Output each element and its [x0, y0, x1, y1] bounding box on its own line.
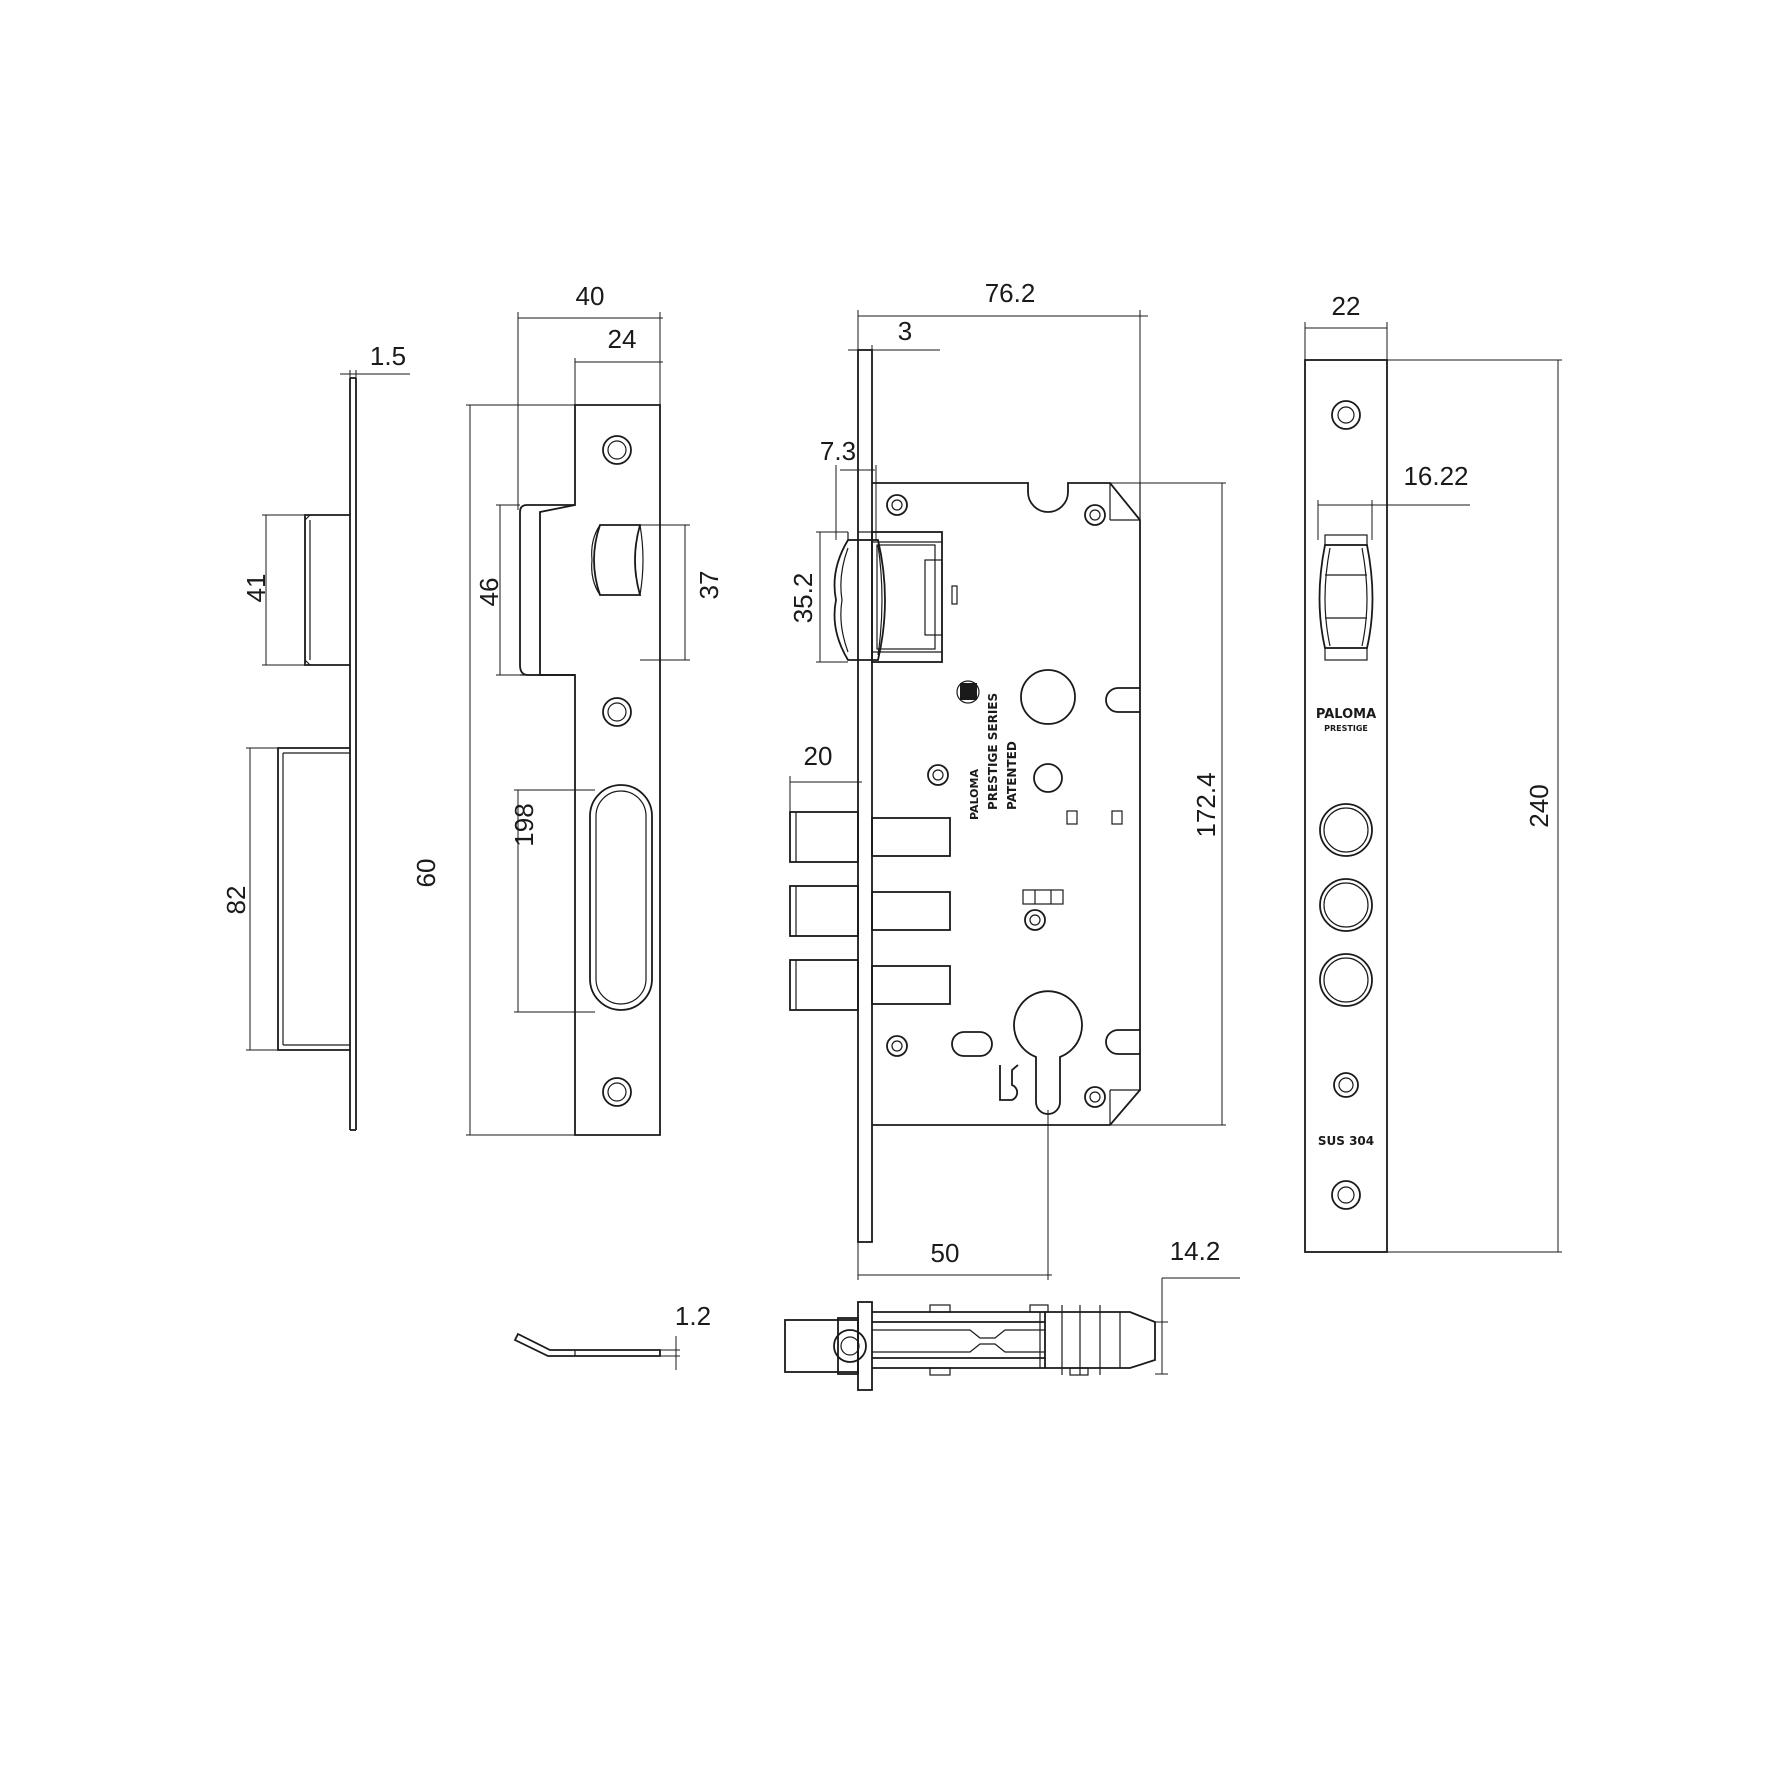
strike-plate-front-view [466, 312, 690, 1136]
case-patented-text: PATENTED [1005, 741, 1019, 810]
dim-latch-projection: 7.3 [820, 436, 856, 466]
dim-plate-inner-width: 24 [608, 324, 637, 354]
dim-faceplate-width: 22 [1332, 291, 1361, 321]
faceplate-series-text: PRESTIGE [1324, 724, 1368, 733]
dim-backset: 50 [931, 1238, 960, 1268]
dim-strike-upper-pocket: 41 [241, 574, 271, 603]
dim-latch-height: 35.2 [788, 573, 818, 624]
dim-plate-window-height: 37 [694, 571, 724, 600]
faceplate-brand-text: PALOMA [1316, 707, 1376, 722]
dim-plate-width: 40 [576, 281, 605, 311]
dim-case-width: 76.2 [985, 278, 1036, 308]
dim-plate-slot-height: 198 [509, 803, 539, 846]
lock-bottom-view [784, 1277, 1240, 1391]
dim-faceplate-thickness: 3 [898, 316, 912, 346]
dim-faceplate-length: 240 [1524, 784, 1554, 827]
faceplate-material-text: SUS 304 [1318, 1134, 1374, 1148]
case-brand-text: PALOMA [968, 769, 981, 820]
faceplate-front-view [1304, 322, 1562, 1253]
dim-bolt-throw: 20 [804, 741, 833, 771]
case-series-text: PRESTIGE SERIES [986, 693, 1000, 810]
dim-strike-thickness: 1.5 [370, 341, 406, 371]
strike-side-view [246, 370, 410, 1131]
dim-case-depth: 14.2 [1170, 1236, 1221, 1266]
dim-case-height: 172.4 [1191, 772, 1221, 837]
dim-plate-height: 60 [411, 859, 441, 888]
dim-plate-latch-opening: 46 [474, 578, 504, 607]
lock-body-view [789, 310, 1226, 1280]
dim-spring-thickness: 1.2 [675, 1301, 711, 1331]
spring-plate-view [513, 1332, 680, 1370]
dim-faceplate-latch-width: 16.22 [1403, 461, 1468, 491]
dim-strike-lower-pocket: 82 [221, 886, 251, 915]
